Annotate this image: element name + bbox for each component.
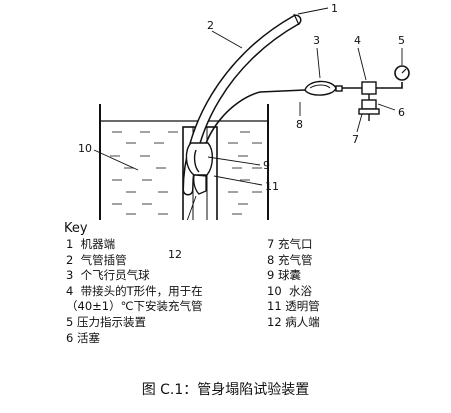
- key-item: 2 气管插管: [66, 252, 127, 267]
- key-list-right: 7 充气口 8 充气管 9 球囊 10 水浴 11 透明管 12 病人端: [267, 237, 320, 331]
- callout-9: 9: [263, 159, 270, 172]
- key-item: 9 球囊: [267, 268, 301, 283]
- key-item: 7 充气口: [267, 237, 313, 251]
- callout-12-layer: 12: [168, 248, 182, 261]
- callout-3: 3: [313, 34, 320, 47]
- water-dashes: [110, 131, 262, 215]
- callout-1: 1: [331, 2, 338, 15]
- callout-4: 4: [354, 34, 361, 47]
- stopcock: [358, 99, 380, 121]
- key-list-left: 1 机器端 2 气管插管 3 个飞行员气球 4 带接头的T形件，用于在 （40±…: [66, 237, 203, 346]
- key-item: （40±1）℃下安装充气管: [66, 299, 203, 314]
- patient-end-tip: [193, 174, 207, 195]
- callout-10: 10: [78, 142, 92, 155]
- key-item: 10 水浴: [267, 283, 312, 298]
- pressure-gauge-icon: [394, 65, 410, 81]
- key-item: 5 压力指示装置: [66, 314, 146, 329]
- key-title: Key: [64, 221, 88, 236]
- cuff: [185, 142, 214, 176]
- machine-end: [293, 13, 300, 26]
- key-item: 8 充气管: [267, 252, 313, 267]
- leader-lines: [93, 7, 403, 220]
- key-item: 4 带接头的T形件，用于在: [66, 283, 203, 298]
- callout-8: 8: [296, 118, 303, 131]
- callout-11: 11: [265, 180, 279, 193]
- gauge-line: [376, 82, 403, 89]
- key-item: 6 活塞: [66, 330, 100, 345]
- water-bath: [99, 104, 269, 220]
- key-item: 3 个飞行员气球: [66, 268, 150, 283]
- callout-12: 12: [168, 248, 182, 261]
- callout-5: 5: [398, 34, 405, 47]
- callout-2: 2: [207, 19, 214, 32]
- key-item: 1 机器端: [66, 237, 116, 251]
- callout-6: 6: [398, 106, 405, 119]
- figure-caption: 图 C.1：管身塌陷试验装置: [141, 382, 310, 398]
- callout-7: 7: [352, 133, 359, 146]
- apparatus-diagram: 1 2 3 4 5 6 7 8 9 10 11: [78, 2, 410, 220]
- pilot-balloon: [304, 80, 343, 96]
- key-item: 12 病人端: [267, 314, 320, 329]
- key-item: 11 透明管: [267, 299, 320, 314]
